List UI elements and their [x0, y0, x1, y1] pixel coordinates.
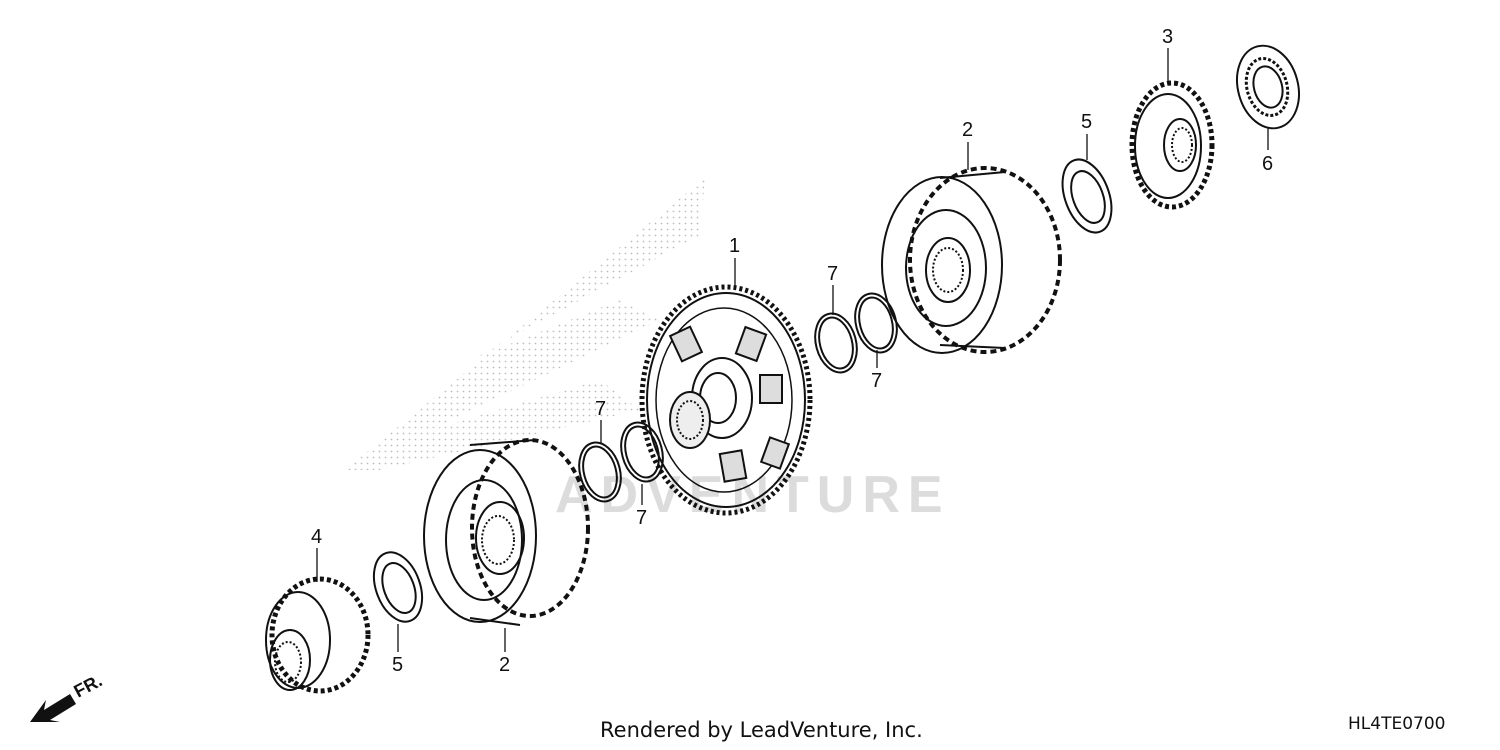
- watermark-wing-logo: [345, 178, 705, 470]
- part-6-bearing: [1236, 44, 1300, 130]
- footer-credit: Rendered by LeadVenture, Inc.: [600, 718, 923, 742]
- callout-2-upper: 2: [962, 119, 973, 141]
- part-7-snap-rings: [578, 292, 898, 503]
- callout-7-d: 7: [871, 370, 882, 392]
- leader-lines: [316, 48, 1269, 652]
- callout-2-lower: 2: [499, 654, 510, 676]
- callout-3: 3: [1162, 26, 1173, 48]
- part-5-thrust-washer-upper: [1061, 158, 1113, 234]
- callout-7-c: 7: [827, 263, 838, 285]
- callout-4: 4: [311, 526, 322, 548]
- diagram-code: HL4TE0700: [1348, 714, 1446, 734]
- callout-6: 6: [1262, 153, 1273, 175]
- part-1-ring-gear-carrier: [639, 284, 813, 516]
- callout-7-b: 7: [636, 507, 647, 529]
- part-5-thrust-washer-lower: [372, 551, 424, 623]
- part-2-clutch-drum-lower: [423, 438, 590, 626]
- callout-5-upper: 5: [1081, 111, 1092, 133]
- front-direction-arrow: FR.: [30, 670, 105, 722]
- part-2-clutch-drum-upper: [881, 166, 1062, 354]
- part-4-gear: [265, 576, 371, 694]
- callout-1: 1: [729, 235, 740, 257]
- front-direction-label: FR.: [70, 670, 105, 701]
- watermark-text: ADVENTURE: [555, 466, 951, 524]
- callout-5-lower: 5: [392, 654, 403, 676]
- part-3-clutch-hub: [1129, 80, 1215, 210]
- callout-7-a: 7: [595, 398, 606, 420]
